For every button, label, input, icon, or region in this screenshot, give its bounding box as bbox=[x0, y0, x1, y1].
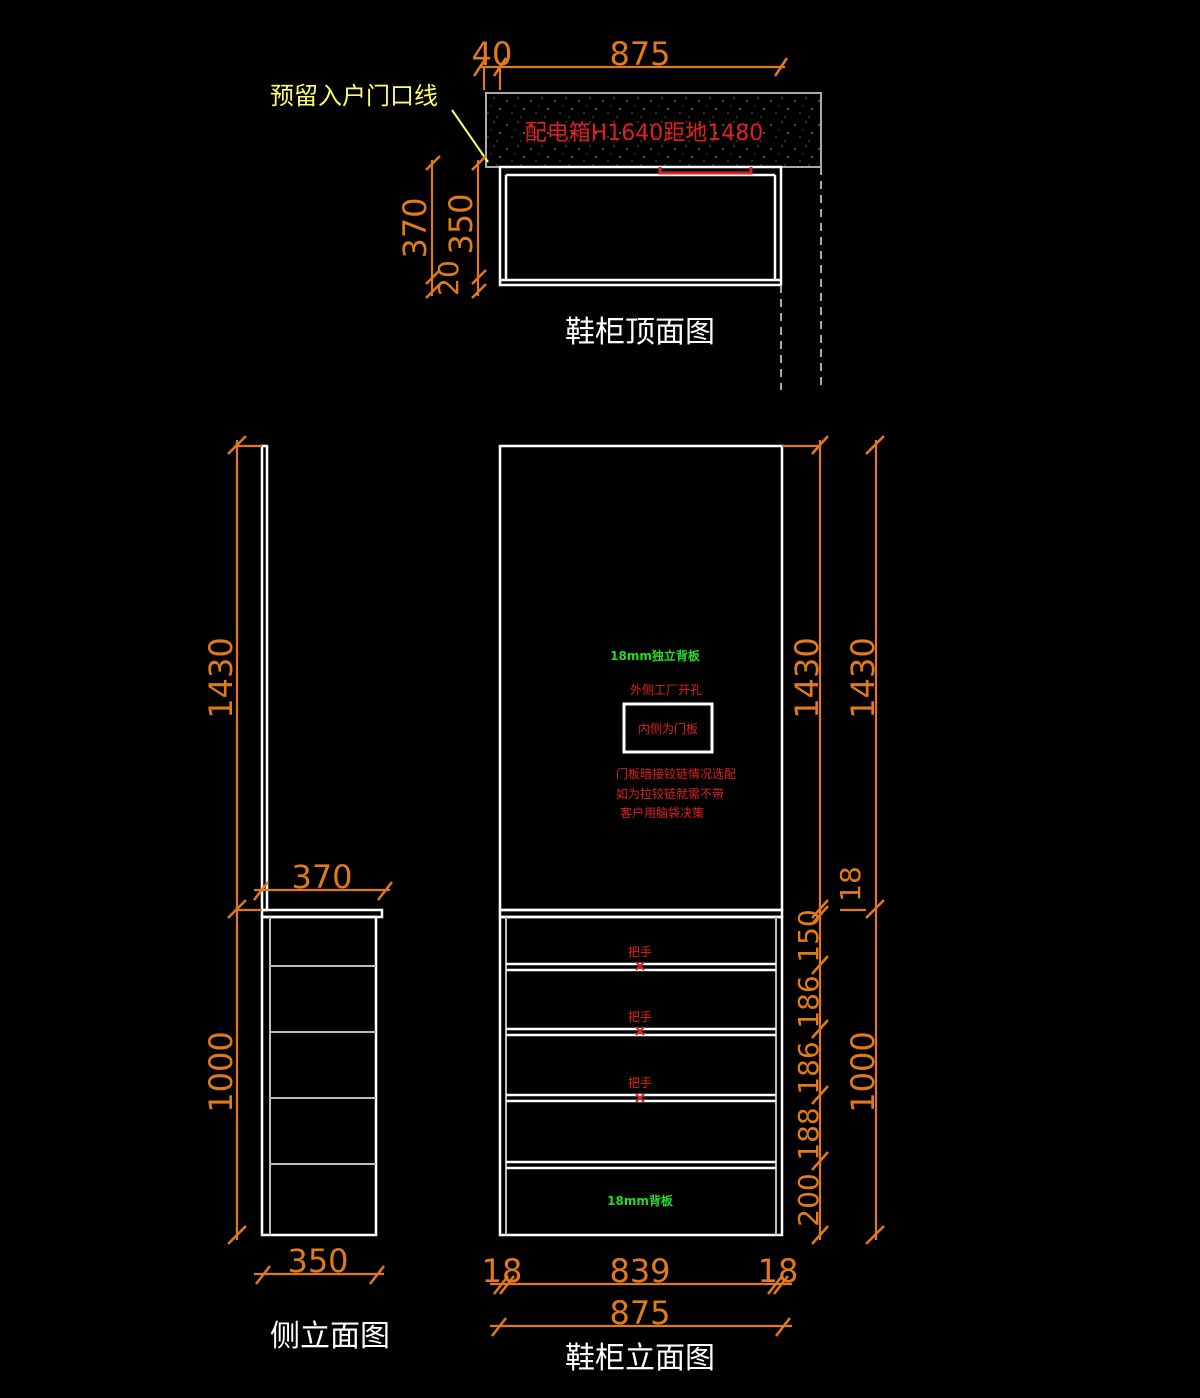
side-dim-upper: 1430 bbox=[202, 637, 240, 718]
panel-note: 配电箱H1640距地1480 bbox=[525, 121, 764, 146]
side-dim-lower: 1000 bbox=[202, 1031, 240, 1112]
front-dim-bottom-total: 875 bbox=[609, 1294, 670, 1332]
door-line-leader bbox=[451, 109, 489, 163]
side-dim-top-depth: 370 bbox=[291, 858, 352, 896]
note-factory-hole: 外侧工厂开孔 bbox=[630, 683, 702, 697]
note-hinge-2: 如为拉铰链就需不带 bbox=[616, 786, 724, 801]
front-dim-bottom-right: 18 bbox=[758, 1252, 799, 1290]
dim-depth-door: 20 bbox=[432, 260, 465, 296]
front-view: 18mm独立背板 外侧工厂开孔 内侧为门板 门板暗接铰链情况选配 如为拉铰链就需… bbox=[482, 435, 885, 1376]
side-lower-body bbox=[260, 915, 378, 1237]
door-line-note: 预留入户门口线 bbox=[270, 82, 438, 110]
top-view-title: 鞋柜顶面图 bbox=[565, 315, 715, 350]
front-dim-drawer-1: 150 bbox=[792, 909, 825, 962]
note-hinge-1: 门板暗接铰链情况选配 bbox=[616, 766, 736, 781]
drawer-handle-label: 把手 bbox=[628, 945, 652, 959]
front-dim-drawer-5: 200 bbox=[792, 1173, 825, 1226]
side-back-panel bbox=[260, 444, 269, 912]
front-dim-drawer-4: 188 bbox=[792, 1107, 825, 1160]
note-box bbox=[622, 702, 714, 754]
front-view-title: 鞋柜立面图 bbox=[565, 1341, 715, 1376]
drawer-handle-label: 把手 bbox=[628, 1076, 652, 1090]
front-upper-panel bbox=[498, 444, 784, 912]
note-hinge-3: 客户用脑袋决策 bbox=[620, 805, 704, 820]
side-dim-bottom-depth: 350 bbox=[287, 1242, 348, 1280]
front-dim-bottom-inner: 839 bbox=[609, 1252, 670, 1290]
top-view: 40 875 370 350 20 预留入户门口线 配电箱H1640距地1480… bbox=[270, 35, 822, 390]
front-dim-drawer-2: 186 bbox=[792, 975, 825, 1028]
front-dim-drawer-3: 186 bbox=[792, 1041, 825, 1094]
wall-hatch bbox=[485, 92, 822, 168]
dim-depth-total: 370 bbox=[396, 197, 434, 258]
front-dim-outer-upper: 1430 bbox=[844, 637, 882, 718]
drawer-handle-label: 把手 bbox=[628, 1010, 652, 1024]
dim-top-width: 875 bbox=[609, 35, 670, 73]
panel-marker bbox=[658, 167, 753, 175]
note-bottom-back-panel: 18mm背板 bbox=[607, 1193, 674, 1208]
front-dim-outer-lower: 1000 bbox=[844, 1031, 882, 1112]
note-back-panel: 18mm独立背板 bbox=[610, 648, 701, 663]
note-box-text: 内侧为门板 bbox=[638, 721, 698, 736]
front-dim-shelf-top: 18 bbox=[834, 866, 867, 902]
front-lower-body bbox=[498, 915, 784, 1237]
side-view-title: 侧立面图 bbox=[270, 1319, 390, 1354]
dim-depth-body: 350 bbox=[442, 193, 480, 254]
side-view: 1430 1000 370 350 侧立面图 bbox=[202, 435, 393, 1354]
front-dim-bottom-left: 18 bbox=[482, 1252, 523, 1290]
front-dim-inner-upper: 1430 bbox=[788, 637, 826, 718]
dim-top-left: 40 bbox=[472, 35, 513, 73]
cabinet-plan-outline bbox=[498, 165, 783, 287]
